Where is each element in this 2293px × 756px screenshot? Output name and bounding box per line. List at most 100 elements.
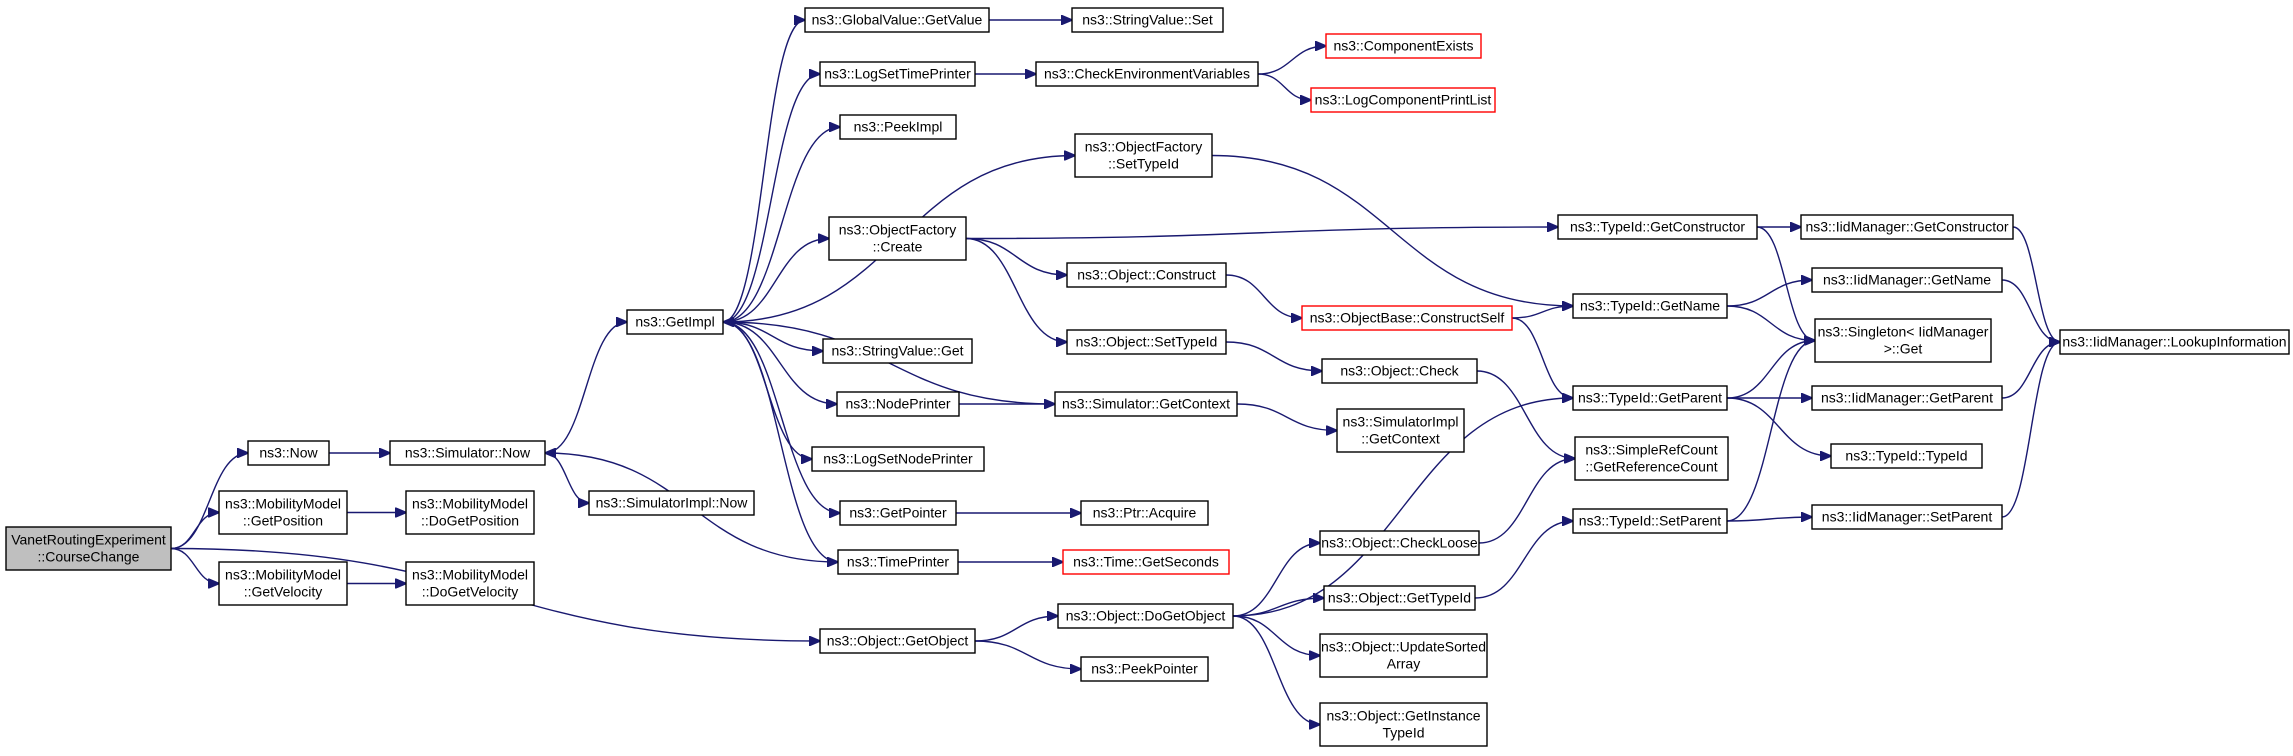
node-box (1319, 530, 1480, 556)
node-box (1080, 500, 1209, 526)
node-simgetcontext[interactable]: ns3::Simulator::GetContext (1054, 391, 1238, 417)
node-box (1323, 585, 1476, 611)
edge-getimpl-to-logsettimeprinter (722, 74, 820, 323)
node-box (836, 391, 960, 417)
edge-getimpl-to-timeprinter (722, 321, 838, 562)
node-box (1572, 385, 1728, 411)
edge-checkenv-to-componentexists (1257, 46, 1326, 75)
node-label: ::GetVelocity (244, 584, 323, 600)
node-simimplnow[interactable]: ns3::SimulatorImpl::Now (588, 490, 755, 516)
node-box (1572, 508, 1728, 534)
node-ofsettypeid[interactable]: ns3::ObjectFactory::SetTypeId (1074, 133, 1213, 178)
node-label: ns3::TypeId::SetParent (1579, 513, 1722, 529)
node-peekimpl[interactable]: ns3::PeekImpl (839, 114, 957, 140)
node-iidsetparent[interactable]: ns3::IidManager::SetParent (1811, 504, 2003, 530)
node-label: ns3::TypeId::GetParent (1578, 390, 1722, 406)
node-label: ns3::Simulator::Now (405, 445, 531, 461)
edge-iidgetparent-to-lookupinfo (2001, 342, 2060, 399)
edge-ofcreate-to-objconstruct (965, 237, 1067, 276)
edge-ofcreate-to-objsettypeid (965, 237, 1067, 343)
node-peekpointer[interactable]: ns3::PeekPointer (1080, 656, 1209, 682)
node-tidgetname[interactable]: ns3::TypeId::GetName (1572, 293, 1728, 319)
node-tidgetparent[interactable]: ns3::TypeId::GetParent (1572, 385, 1728, 411)
node-nodeprinter[interactable]: ns3::NodePrinter (836, 391, 960, 417)
node-simnow[interactable]: ns3::Simulator::Now (389, 440, 546, 466)
node-box (1325, 33, 1482, 59)
node-stringset[interactable]: ns3::StringValue::Set (1071, 7, 1224, 33)
node-logsetnodeprinter[interactable]: ns3::LogSetNodePrinter (811, 446, 985, 472)
node-label: ns3::IidManager::LookupInformation (2062, 334, 2286, 350)
node-objcheck[interactable]: ns3::Object::Check (1321, 358, 1478, 384)
node-box (819, 628, 976, 654)
node-globalgetvalue[interactable]: ns3::GlobalValue::GetValue (804, 7, 990, 33)
node-checkloose[interactable]: ns3::Object::CheckLoose (1319, 530, 1480, 556)
node-objgettypeid[interactable]: ns3::Object::GetTypeId (1323, 585, 1476, 611)
node-singletonget[interactable]: ns3::Singleton< IidManager >::Get (1814, 318, 1992, 363)
node-checkenv[interactable]: ns3::CheckEnvironmentVariables (1035, 61, 1259, 87)
node-dogetobject[interactable]: ns3::Object::DoGetObject (1057, 603, 1234, 629)
node-iidgetconstructor[interactable]: ns3::IidManager::GetConstructor (1800, 214, 2014, 240)
edge-tidgetname-to-iidgetname (1726, 280, 1812, 307)
node-label: ns3::TypeId::TypeId (1845, 448, 1967, 464)
node-tidsetparent[interactable]: ns3::TypeId::SetParent (1572, 508, 1728, 534)
node-timeprinter[interactable]: ns3::TimePrinter (837, 549, 959, 575)
node-getvelocity[interactable]: ns3::MobilityModel::GetVelocity (218, 561, 348, 606)
node-iidgetparent[interactable]: ns3::IidManager::GetParent (1811, 385, 2003, 411)
node-timegetseconds[interactable]: ns3::Time::GetSeconds (1062, 549, 1230, 575)
node-dogetposition[interactable]: ns3::MobilityModel::DoGetPosition (405, 490, 535, 535)
node-label: ns3::TimePrinter (847, 554, 950, 570)
edge-getimpl-to-peekimpl (722, 127, 840, 323)
node-label: ns3::Object::DoGetObject (1066, 608, 1226, 624)
node-label: ns3::ComponentExists (1333, 38, 1473, 54)
node-objconstruct[interactable]: ns3::Object::Construct (1066, 262, 1227, 288)
node-constructself[interactable]: ns3::ObjectBase::ConstructSelf (1301, 305, 1513, 331)
node-iidgetname[interactable]: ns3::IidManager::GetName (1811, 267, 2003, 293)
node-ofcreate[interactable]: ns3::ObjectFactory::Create (828, 216, 967, 261)
node-label: ns3::TypeId::GetName (1580, 298, 1720, 314)
node-getimpl[interactable]: ns3::GetImpl (626, 309, 724, 335)
node-objsettypeid[interactable]: ns3::Object::SetTypeId (1066, 329, 1227, 355)
node-lookupinfo[interactable]: ns3::IidManager::LookupInformation (2059, 329, 2290, 355)
node-box (1319, 633, 1488, 678)
node-stringget[interactable]: ns3::StringValue::Get (822, 338, 973, 364)
node-box (626, 309, 724, 335)
node-box (1035, 61, 1259, 87)
node-box (1074, 133, 1213, 178)
node-now[interactable]: ns3::Now (247, 440, 330, 466)
node-root[interactable]: VanetRoutingExperiment::CourseChange (5, 526, 172, 571)
node-componentexists[interactable]: ns3::ComponentExists (1325, 33, 1482, 59)
edge-getimpl-to-stringget (722, 321, 823, 351)
node-box (2059, 329, 2290, 355)
node-label: ns3::NodePrinter (845, 396, 950, 412)
node-objgetobject[interactable]: ns3::Object::GetObject (819, 628, 976, 654)
node-label: ns3::Object::GetInstance (1326, 708, 1480, 724)
node-tidgetconstructor[interactable]: ns3::TypeId::GetConstructor (1557, 214, 1758, 240)
node-logsettimeprinter[interactable]: ns3::LogSetTimePrinter (819, 61, 976, 87)
node-label: ns3::Object::Check (1340, 363, 1459, 379)
edge-objcheck-to-getrefcount (1476, 370, 1575, 459)
node-label: ns3::StringValue::Set (1082, 12, 1213, 28)
node-logcompprintlist[interactable]: ns3::LogComponentPrintList (1310, 87, 1496, 113)
node-dogetvelocity[interactable]: ns3::MobilityModel::DoGetVelocity (405, 561, 535, 606)
node-box (1321, 358, 1478, 384)
node-getrefcount[interactable]: ns3::SimpleRefCount::GetReferenceCount (1574, 436, 1729, 481)
node-box (218, 490, 348, 535)
node-getpointer[interactable]: ns3::GetPointer (839, 500, 957, 526)
node-box (828, 216, 967, 261)
edge-iidgetconstructor-to-lookupinfo (2012, 226, 2060, 342)
node-simimplgetcontext[interactable]: ns3::SimulatorImpl::GetContext (1336, 408, 1465, 453)
node-label: ns3::Object::CheckLoose (1321, 535, 1478, 551)
node-label: ns3::Object::UpdateSorted (1321, 639, 1486, 655)
node-getposition[interactable]: ns3::MobilityModel::GetPosition (218, 490, 348, 535)
node-label: ::GetContext (1361, 431, 1440, 447)
node-tidtypeid[interactable]: ns3::TypeId::TypeId (1830, 443, 1983, 469)
node-box (839, 114, 957, 140)
node-label: ns3::ObjectFactory (839, 222, 957, 238)
edge-dogetobject-to-tidgetparent (1232, 398, 1573, 617)
edge-objgettypeid-to-tidsetparent (1474, 521, 1573, 599)
node-label: ns3::IidManager::GetName (1823, 272, 1991, 288)
node-box (1080, 656, 1209, 682)
node-ptracquire[interactable]: ns3::Ptr::Acquire (1080, 500, 1209, 526)
